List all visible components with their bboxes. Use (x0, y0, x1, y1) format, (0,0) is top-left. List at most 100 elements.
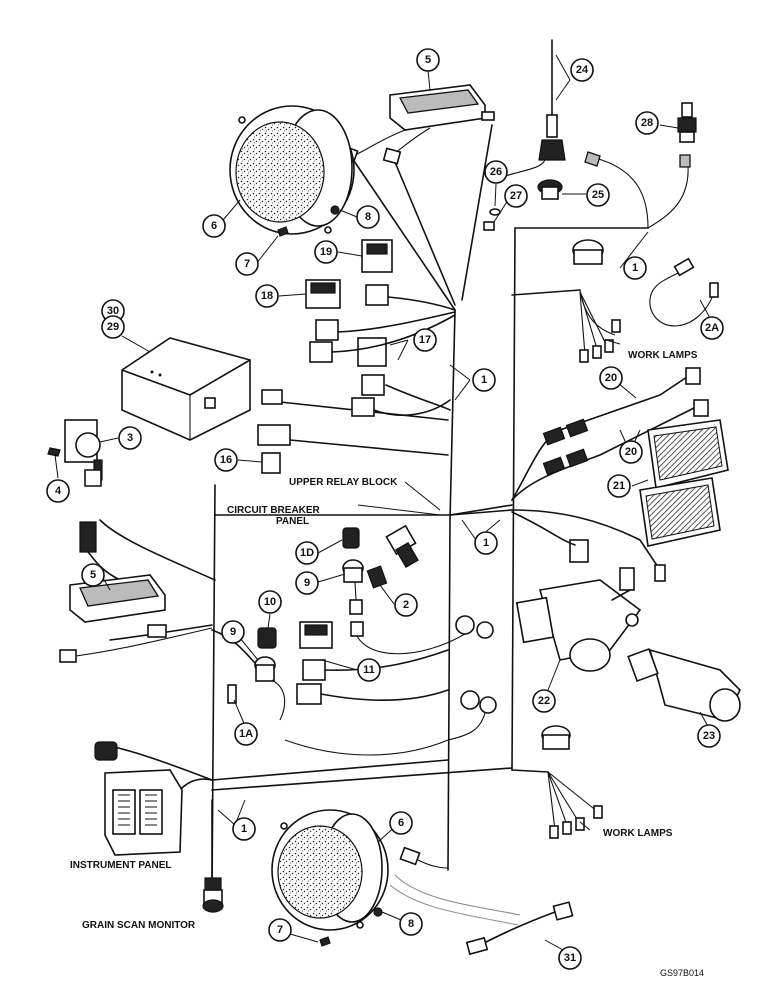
callout-1: 1 (232, 817, 256, 841)
lamp-socket-9-lower (254, 656, 286, 721)
callout-9: 9 (221, 620, 245, 644)
callout-21: 21 (607, 474, 631, 498)
right-mid-connectors (511, 509, 666, 591)
upper-relay-block-label: UPPER RELAY BLOCK (289, 477, 398, 488)
work-lamp-connector-bottom (511, 725, 603, 839)
svg-text:23: 23 (703, 730, 715, 742)
callout-1A: 1A (234, 722, 258, 746)
speaker-6-bottom (271, 809, 389, 931)
callout-26: 26 (484, 160, 508, 184)
instrument-panel-label: INSTRUMENT PANEL (70, 860, 171, 871)
svg-text:8: 8 (365, 211, 371, 223)
callout-7: 7 (268, 918, 292, 942)
relay-16 (261, 452, 281, 474)
callout-25: 25 (586, 183, 610, 207)
work-lamps-label-bottom: WORK LAMPS (603, 828, 673, 839)
svg-text:2A: 2A (705, 322, 719, 334)
cable-31 (389, 874, 574, 956)
callout-6: 6 (202, 214, 226, 238)
callout-20: 20 (619, 440, 643, 464)
svg-text:17: 17 (419, 334, 431, 346)
svg-text:30: 30 (107, 305, 119, 317)
screw-7-bottom (319, 936, 331, 947)
antenna-24 (499, 39, 566, 179)
callout-10: 10 (258, 590, 282, 614)
callout-1: 1 (623, 256, 647, 280)
control-module-29-30 (121, 337, 251, 441)
screw-4 (47, 447, 61, 457)
connector-block-5-left (59, 574, 213, 663)
svg-text:8: 8 (408, 918, 414, 930)
svg-text:1: 1 (483, 537, 489, 549)
connector-block-5-top (354, 84, 495, 156)
callout-16: 16 (214, 448, 238, 472)
callout-3: 3 (118, 426, 142, 450)
callout-9: 9 (295, 571, 319, 595)
screw-8-bottom (373, 907, 383, 917)
work-lamps-21 (639, 419, 729, 547)
callout-8: 8 (356, 205, 380, 229)
motor-22 (515, 579, 642, 672)
right-center-connectors (284, 615, 497, 756)
callout-7: 7 (235, 252, 259, 276)
svg-text:3: 3 (127, 432, 133, 444)
callout-20: 20 (599, 366, 623, 390)
leader-lines (54, 54, 711, 951)
callout-1: 1 (472, 368, 496, 392)
switch-11 (296, 621, 449, 705)
svg-text:1: 1 (481, 374, 487, 386)
circuit-breaker-label: CIRCUIT BREAKER (227, 505, 321, 516)
svg-text:1: 1 (241, 823, 247, 835)
callout-6: 6 (389, 811, 413, 835)
instrument-connector (94, 741, 118, 761)
svg-text:18: 18 (261, 290, 273, 302)
svg-text:26: 26 (490, 166, 502, 178)
svg-text:20: 20 (625, 446, 637, 458)
screw-8-top (330, 205, 340, 215)
callout-22: 22 (532, 689, 556, 713)
svg-text:6: 6 (211, 220, 217, 232)
switch-connectors-17 (309, 284, 456, 417)
callout-2: 2 (394, 593, 418, 617)
screw-7-top (277, 226, 289, 237)
connectors-20 (511, 367, 709, 501)
svg-text:1D: 1D (300, 547, 314, 559)
callout-1D: 1D (295, 541, 319, 565)
cable-2A (649, 257, 719, 327)
svg-text:9: 9 (230, 626, 236, 638)
svg-text:11: 11 (363, 664, 375, 676)
svg-text:27: 27 (510, 190, 522, 202)
callout-31: 31 (558, 946, 582, 970)
main-harness (99, 124, 689, 891)
speaker-connector-bottom (399, 846, 449, 869)
svg-text:28: 28 (641, 117, 653, 129)
work-lamps-label-top: WORK LAMPS (628, 350, 698, 361)
rocker-switch-18 (305, 279, 341, 309)
svg-text:19: 19 (320, 246, 332, 258)
callout-19: 19 (314, 240, 338, 264)
grommet-25 (537, 179, 563, 200)
lamp-socket-9-upper (342, 559, 364, 615)
key-switch-3 (64, 419, 103, 487)
callout-2A: 2A (700, 316, 724, 340)
svg-text:6: 6 (398, 817, 404, 829)
svg-text:20: 20 (605, 372, 617, 384)
callout-29: 29 (101, 315, 125, 339)
svg-text:7: 7 (277, 924, 283, 936)
callout-24: 24 (570, 58, 594, 82)
callout-5: 5 (416, 48, 440, 72)
connector-1A (227, 684, 237, 704)
callout-28: 28 (635, 111, 659, 135)
work-lamp-connector-top (511, 239, 621, 363)
svg-text:5: 5 (90, 569, 96, 581)
speaker-6-top (229, 105, 355, 235)
svg-text:4: 4 (55, 485, 62, 497)
svg-text:10: 10 (264, 596, 276, 608)
callout-11: 11 (357, 658, 381, 682)
grain-scan-connector (202, 877, 224, 913)
motor-23 (627, 647, 741, 722)
connector-upper-left (257, 389, 291, 446)
callout-5: 5 (81, 563, 105, 587)
callout-1: 1 (474, 531, 498, 555)
